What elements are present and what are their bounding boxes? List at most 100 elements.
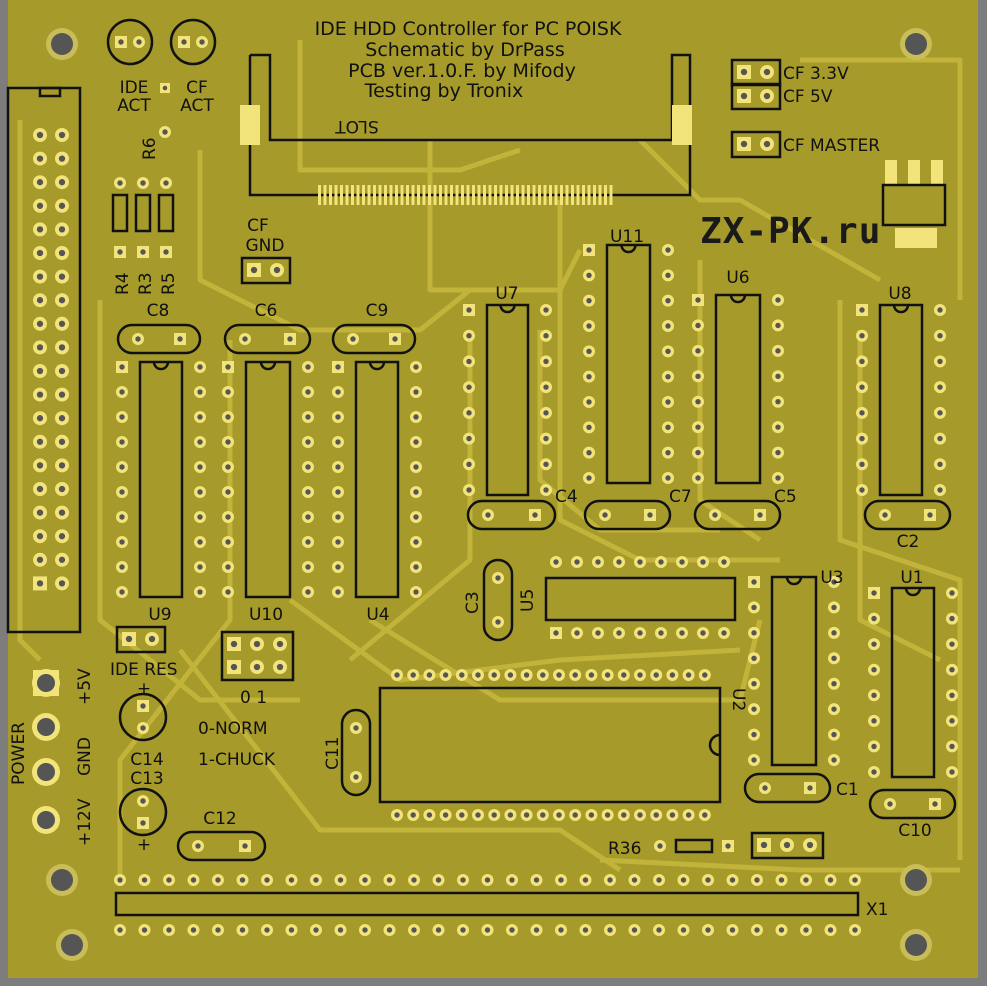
drill-hole xyxy=(937,333,943,339)
drill-hole xyxy=(637,672,643,678)
drill-hole xyxy=(572,672,578,678)
drill-hole xyxy=(702,672,708,678)
drill-hole xyxy=(556,812,562,818)
drill-hole xyxy=(197,514,203,520)
drill-hole xyxy=(58,415,66,422)
drill-hole xyxy=(162,85,168,91)
drill-hole xyxy=(36,297,44,304)
c9-label: C9 xyxy=(366,301,389,321)
drill-hole xyxy=(695,373,701,379)
jumper-mode-cols-label: 0 1 xyxy=(240,688,267,708)
cap-c5 xyxy=(693,499,782,531)
cf-slot-finger xyxy=(417,185,420,205)
drill-hole xyxy=(775,475,781,481)
drill-hole xyxy=(239,927,246,933)
drill-hole xyxy=(491,812,497,818)
trace xyxy=(537,330,720,533)
drill-hole xyxy=(543,358,549,365)
drill-hole xyxy=(763,92,771,100)
drill-hole xyxy=(831,757,837,763)
drill-hole xyxy=(871,641,877,647)
drill-hole xyxy=(36,462,44,469)
drill-hole xyxy=(119,489,125,495)
drill-hole xyxy=(775,424,781,430)
cf-slot-finger xyxy=(373,185,376,205)
drill-hole xyxy=(775,399,781,405)
drill-hole xyxy=(140,249,146,255)
ic-u6 xyxy=(714,293,762,485)
cf-slot-finger xyxy=(582,185,585,205)
drill-hole xyxy=(949,590,955,596)
drill-hole xyxy=(36,556,44,563)
drill-hole xyxy=(665,399,671,405)
drill-hole xyxy=(276,640,284,648)
zx-pk-logo: ZX-PK.ru xyxy=(700,211,881,252)
drill-hole xyxy=(700,559,706,565)
jumper-cf5-label: CF 5V xyxy=(783,87,833,107)
drill-hole xyxy=(181,39,187,45)
u2-label: U2 xyxy=(728,688,748,711)
trace xyxy=(800,57,963,300)
c13-label: C13 xyxy=(130,769,164,789)
r5-label: R5 xyxy=(159,272,179,295)
cf-slot-finger xyxy=(384,185,387,205)
drill-hole xyxy=(163,180,169,186)
power-12v-label: +12V xyxy=(75,798,95,846)
drill-hole xyxy=(36,438,44,445)
mounting-hole xyxy=(905,33,927,55)
drill-hole xyxy=(335,489,341,495)
drill-hole xyxy=(495,575,501,581)
drill-hole xyxy=(36,580,44,587)
drill-hole xyxy=(665,297,671,304)
drill-hole xyxy=(353,774,359,780)
drill-hole xyxy=(350,336,356,342)
drill-hole xyxy=(335,539,341,545)
drill-hole xyxy=(125,635,133,643)
cf-slot-finger xyxy=(428,185,431,205)
title-block: IDE HDD Controller for PC POISK Schemati… xyxy=(315,18,622,102)
drill-hole xyxy=(631,877,638,883)
drill-hole xyxy=(803,877,809,883)
jumper-cfmaster-label: CF MASTER xyxy=(783,136,880,156)
drill-hole xyxy=(859,333,865,339)
drill-hole xyxy=(831,655,837,661)
drill-hole xyxy=(582,927,589,933)
drill-hole xyxy=(466,333,472,339)
drill-hole xyxy=(831,579,837,585)
drill-hole xyxy=(225,589,231,595)
ic-u3-notch xyxy=(785,576,803,586)
drill-hole xyxy=(36,131,44,139)
drill-hole xyxy=(253,663,261,671)
cf-slot-finger xyxy=(609,185,613,205)
drill-hole xyxy=(859,410,865,416)
drill-hole xyxy=(140,820,146,826)
drill-hole xyxy=(509,877,515,883)
drill-hole xyxy=(637,812,643,818)
drill-hole xyxy=(335,464,341,470)
cap-c6 xyxy=(223,323,312,355)
drill-hole xyxy=(411,877,417,883)
cf-slot-finger xyxy=(367,185,371,205)
drill-hole xyxy=(197,589,203,595)
resistor-body xyxy=(111,193,129,233)
cf-slot-finger xyxy=(554,185,558,205)
cf-slot-finger xyxy=(433,185,437,205)
drill-hole xyxy=(394,812,400,818)
ic-u6-notch xyxy=(729,294,747,304)
ic-u9-notch xyxy=(152,361,170,371)
drill-hole xyxy=(604,812,611,818)
drill-hole xyxy=(250,266,258,274)
cf-slot-finger xyxy=(521,185,525,205)
drill-hole xyxy=(871,718,877,724)
trace xyxy=(178,648,622,873)
drill-hole xyxy=(871,692,877,698)
drill-hole xyxy=(276,663,284,671)
cf-slot-finger xyxy=(483,185,486,205)
jumper-mode1-label: 1-CHUCK xyxy=(198,750,276,770)
drill-hole xyxy=(413,589,419,595)
drill-hole xyxy=(239,877,246,883)
drill-hole xyxy=(58,391,66,398)
cf-slot-finger xyxy=(461,185,464,205)
ic-u1-notch xyxy=(904,587,922,597)
c11-label: C11 xyxy=(323,736,343,770)
